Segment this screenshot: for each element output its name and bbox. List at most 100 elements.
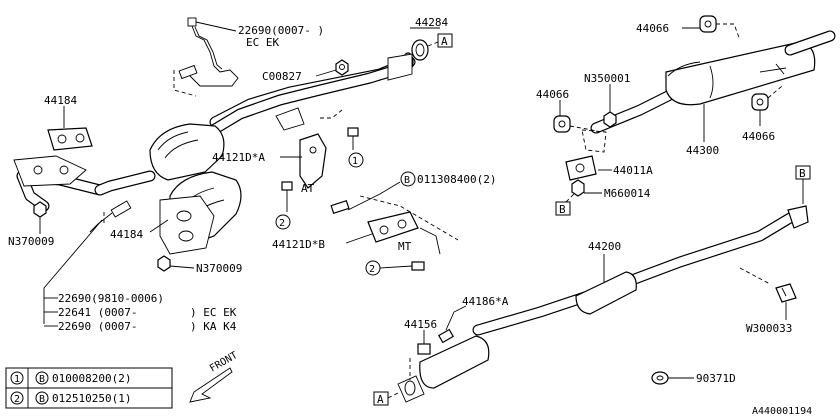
dash-b-left [565, 193, 575, 203]
circle-2-marker-lower [365, 260, 381, 276]
oxygen-sensor-top[interactable] [178, 17, 239, 87]
circle-b-011308400 [400, 171, 416, 187]
dash-44066-b [569, 125, 601, 133]
label-90371d: 90371D [696, 372, 736, 385]
label-22690-top-sub: EC EK [246, 36, 279, 49]
gasket-90371d[interactable] [651, 371, 669, 385]
dash-at-a [320, 109, 343, 119]
label-011308400: 011308400(2) [417, 173, 496, 186]
hanger-w300033[interactable] [775, 283, 797, 303]
ref-b-left: B [559, 203, 566, 216]
dash-sensor-top [173, 70, 197, 97]
bolt-circle-1[interactable] [347, 127, 359, 150]
ref-box-a-bottom [373, 391, 389, 406]
circle-b-text: B [404, 175, 410, 186]
label-44184-a: 44184 [44, 94, 77, 107]
label-22641: 22641 (0007- [58, 306, 137, 319]
label-44184-b: 44184 [110, 228, 143, 241]
ref-box-a-top [437, 33, 453, 48]
leader-011308400 [347, 181, 401, 211]
circle-1-text: 1 [352, 156, 358, 167]
leader-44184-b [149, 219, 169, 233]
label-44121d-a: 44121D*A [212, 151, 265, 164]
gasket-44284[interactable] [411, 39, 429, 61]
dash-n350001 [581, 129, 607, 153]
label-44121d-b: 44121D*B [272, 238, 325, 251]
legend-row-2-code: B [39, 394, 45, 405]
circle-2-text-lower: 2 [369, 264, 375, 275]
nut-n370009-left[interactable] [33, 201, 47, 218]
label-at: AT [301, 182, 315, 195]
label-22690-0007: 22690 (0007- [58, 320, 137, 333]
legend-row-1-code: B [39, 374, 45, 385]
front-exhaust-pipe-assembly[interactable] [13, 52, 416, 255]
dash-w300033 [739, 267, 771, 285]
label-44156: 44156 [404, 318, 437, 331]
circle-2-marker-upper [275, 214, 291, 230]
label-m660014: M660014 [604, 187, 651, 200]
legend-row-1-num: 1 [14, 374, 20, 385]
leader-22690-top [195, 21, 237, 32]
ref-a-top: A [441, 35, 448, 48]
label-n350001: N350001 [584, 72, 630, 85]
nut-n370009-lower[interactable] [157, 255, 171, 272]
nut-n350001[interactable] [603, 111, 617, 128]
legend-row-2-num: 2 [14, 394, 20, 405]
label-44186a: 44186*A [462, 295, 509, 308]
oxygen-sensor-lower[interactable] [89, 200, 132, 233]
bracket-44121d-a[interactable] [299, 133, 327, 189]
leader-44121d-b [345, 233, 373, 244]
dash-a-bottom [387, 391, 401, 399]
label-44066-c: 44066 [742, 130, 775, 143]
label-front: FRONT [208, 350, 240, 375]
diagram-id: A440001194 [752, 406, 812, 417]
label-22641-sub: ) EC EK [190, 306, 237, 319]
bolt-circle-2-upper[interactable] [281, 181, 293, 212]
gasket-44184-left[interactable] [47, 127, 93, 151]
ref-box-b-left [555, 201, 571, 216]
part-44156[interactable] [417, 330, 431, 355]
leader-circle-2-lower [379, 265, 413, 269]
sensor-44186a[interactable] [437, 311, 455, 344]
label-22690-top: 22690(0007- ) [238, 24, 324, 37]
hanger-44066-left[interactable] [553, 115, 571, 133]
label-44284: 44284 [415, 16, 448, 29]
label-w300033: W300033 [746, 322, 792, 335]
label-44011a: 44011A [613, 164, 653, 177]
dash-44066-c [767, 85, 783, 99]
legend-row-1-part: 010008200(2) [52, 372, 131, 385]
front-arrow-icon [189, 367, 233, 403]
ref-b-right: B [799, 167, 806, 180]
label-44066-b: 44066 [536, 88, 569, 101]
label-44300: 44300 [686, 144, 719, 157]
gasket-44011a[interactable] [565, 155, 597, 181]
rear-muffler-44300[interactable] [590, 30, 836, 134]
legend-row-2-part: 012510250(1) [52, 392, 131, 405]
leader-44186a [453, 305, 467, 313]
hanger-44066-right[interactable] [751, 93, 769, 111]
dash-mt-a [359, 195, 459, 241]
bracket-44121d-b[interactable] [330, 199, 441, 255]
bolt-circle-2-lower[interactable] [411, 261, 425, 271]
dash-a-top [427, 41, 439, 47]
leader-n370009-b [169, 265, 195, 269]
nut-c00827[interactable] [335, 59, 349, 76]
label-22690-9810: 22690(9810-0006) [58, 292, 164, 305]
label-n370009-b: N370009 [196, 262, 242, 275]
circle-2-text-upper: 2 [279, 218, 285, 229]
ref-a-bottom: A [377, 393, 384, 406]
dash-44066-a [716, 23, 741, 41]
center-pipe-44200[interactable] [397, 205, 809, 403]
label-mt: MT [398, 240, 412, 253]
legend-table [5, 367, 173, 409]
bolt-m660014[interactable] [571, 179, 585, 197]
label-44200: 44200 [588, 240, 621, 253]
label-44066-a: 44066 [636, 22, 669, 35]
label-c00827: C00827 [262, 70, 302, 83]
label-22690-0007-sub: ) KA K4 [190, 320, 237, 333]
label-n370009-a: N370009 [8, 235, 54, 248]
hanger-44066-top[interactable] [699, 15, 717, 33]
circle-1-marker [348, 152, 364, 168]
leader-c00827 [315, 69, 337, 77]
